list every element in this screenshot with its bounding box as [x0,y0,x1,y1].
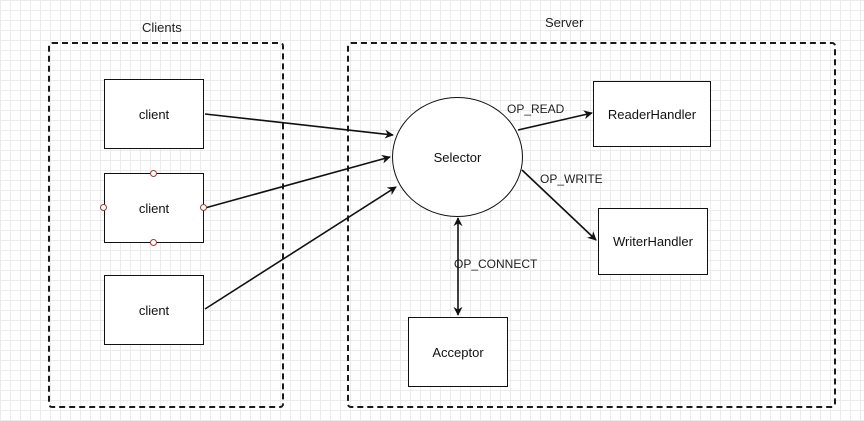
client-node-1-label: client [138,106,170,122]
client-node-3-label: client [138,302,170,318]
client-node-3[interactable]: client [104,275,204,345]
client-node-1[interactable]: client [104,79,204,149]
selector-node-label: Selector [433,149,482,165]
op-connect-label: OP_CONNECT [454,257,538,271]
clients-group-title: Clients [142,20,182,35]
server-group-title: Server [545,15,584,30]
acceptor-node-label: Acceptor [432,344,484,360]
reader-handler-node-label: ReaderHandler [607,106,697,122]
handle-bottom[interactable] [150,239,157,246]
op-read-label: OP_READ [507,102,565,116]
edge-selector-writer [521,169,597,241]
handle-left[interactable] [100,204,107,211]
edge-client2-selector [204,154,391,209]
writer-handler-node-label: WriterHandler [613,234,693,249]
reader-handler-node[interactable]: ReaderHandler [593,81,711,147]
edge-client1-selector [204,113,394,139]
clients-group [48,42,284,408]
client-node-2[interactable]: client [104,173,204,243]
selector-node[interactable]: Selector [392,97,523,217]
handle-top[interactable] [150,170,157,177]
edge-client3-selector [204,186,397,310]
server-group [347,42,836,408]
op-write-label: OP_WRITE [540,172,603,186]
edge-selector-reader [517,110,593,131]
client-node-2-label: client [138,200,170,216]
acceptor-node[interactable]: Acceptor [408,317,508,387]
handle-right[interactable] [200,204,207,211]
writer-handler-node[interactable]: WriterHandler [598,208,708,275]
